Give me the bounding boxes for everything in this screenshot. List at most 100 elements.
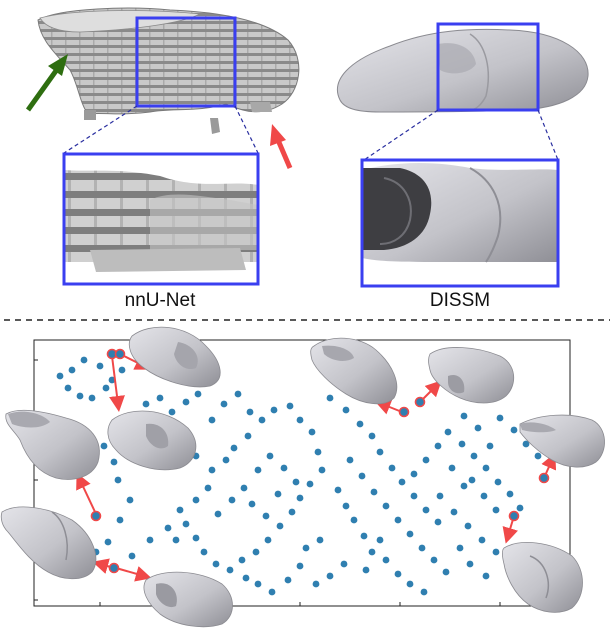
embedding-point (434, 518, 442, 526)
embedding-point (274, 490, 282, 498)
embedding-point (340, 560, 348, 568)
embedding-point (292, 478, 300, 486)
embedding-point (458, 440, 466, 448)
embedding-point (486, 442, 494, 450)
embedding-point (376, 536, 384, 544)
embedding-point (214, 510, 222, 518)
embedding-point (302, 544, 310, 552)
embedding-point (434, 442, 442, 450)
embedding-point (164, 524, 172, 532)
embedding-point (334, 486, 342, 494)
embedding-point (192, 534, 200, 542)
embedding-plot-frame (33, 339, 571, 607)
embedding-point (482, 464, 490, 472)
embedding-point (262, 512, 270, 520)
embedding-point (284, 576, 292, 584)
embedding-point (406, 530, 414, 538)
embedding-point (246, 408, 254, 416)
embedding-point (350, 516, 358, 524)
embedding-point (104, 538, 112, 546)
embedding-point (230, 444, 238, 452)
embedding-point (318, 466, 326, 474)
embedding-point (376, 448, 384, 456)
embedding-point (296, 416, 304, 424)
embedding-point (288, 508, 296, 516)
embedding-point (128, 552, 136, 560)
embedding-point (450, 508, 458, 516)
embedding-point (212, 560, 220, 568)
embedding-point (430, 556, 438, 564)
embedding-point (258, 416, 266, 424)
embedding-point (308, 428, 316, 436)
embedding-point (248, 500, 256, 508)
embedding-point (222, 456, 230, 464)
embedding-point (370, 488, 378, 496)
embedding-point (494, 478, 502, 486)
embedding-point (326, 572, 334, 580)
embedding-point (126, 496, 134, 504)
embedding-point (368, 432, 376, 440)
zoom-region-box-dissm (436, 22, 540, 112)
embedding-point (506, 490, 514, 498)
embedding-point (368, 548, 376, 556)
embedding-point (228, 496, 236, 504)
embedding-point (182, 398, 190, 406)
zoom-connector-right-b (537, 109, 559, 161)
embedding-point (496, 414, 504, 422)
embedding-point (360, 532, 368, 540)
embedding-point (410, 470, 418, 478)
shape-thumbnail-right-mid (519, 414, 605, 468)
embedding-point (238, 556, 246, 564)
shape-thumbnail-top-center-left (128, 326, 221, 388)
embedding-point (270, 406, 278, 414)
embedding-point (460, 412, 468, 420)
embedding-point (522, 440, 530, 448)
nnunet-shape (37, 7, 300, 134)
embedding-point (342, 502, 350, 510)
embedding-point (388, 464, 396, 472)
embedding-point (146, 536, 154, 544)
embedding-point (80, 356, 88, 364)
embedding-point (362, 566, 370, 574)
embedding-point (468, 476, 476, 484)
embedding-point (342, 406, 350, 414)
embedding-point (234, 390, 242, 398)
embedding-point (266, 452, 274, 460)
embedding-point (456, 544, 464, 552)
embedding-point (464, 522, 472, 530)
embedding-plot-ticks (34, 359, 501, 606)
shape-thumbnail-bottom-center-left (143, 571, 233, 628)
highlighted-points (90, 348, 550, 574)
embedding-point (194, 390, 202, 398)
embedding-point (314, 448, 322, 456)
embedding-point (296, 562, 304, 570)
green-arrow (25, 54, 68, 112)
embedding-point (406, 580, 414, 588)
embedding-point (142, 400, 150, 408)
embedding-point (64, 384, 72, 392)
embedding-point (482, 572, 490, 580)
shape-thumbnail-top-right (428, 347, 514, 404)
embedding-point (204, 484, 212, 492)
embedding-point (244, 432, 252, 440)
embedding-point (264, 536, 272, 544)
embedding-point (460, 482, 468, 490)
embedding-point (172, 536, 180, 544)
embedding-point (280, 464, 288, 472)
embedding-point (252, 548, 260, 556)
embedding-point (420, 588, 428, 596)
zoom-connector-left-a (63, 105, 138, 154)
embedding-point (480, 492, 488, 500)
embedding-point (442, 568, 450, 576)
shape-thumbnail-far-left (5, 409, 100, 480)
embedding-point (516, 504, 524, 512)
embedding-points (52, 356, 542, 596)
embedding-point (422, 506, 430, 514)
embedding-point (286, 402, 294, 410)
embedding-point (436, 492, 444, 500)
red-arrow-top (270, 124, 293, 169)
embedding-point (192, 496, 200, 504)
embedding-point (68, 366, 76, 374)
embedding-point (118, 366, 126, 374)
dissm-shape (337, 28, 589, 113)
